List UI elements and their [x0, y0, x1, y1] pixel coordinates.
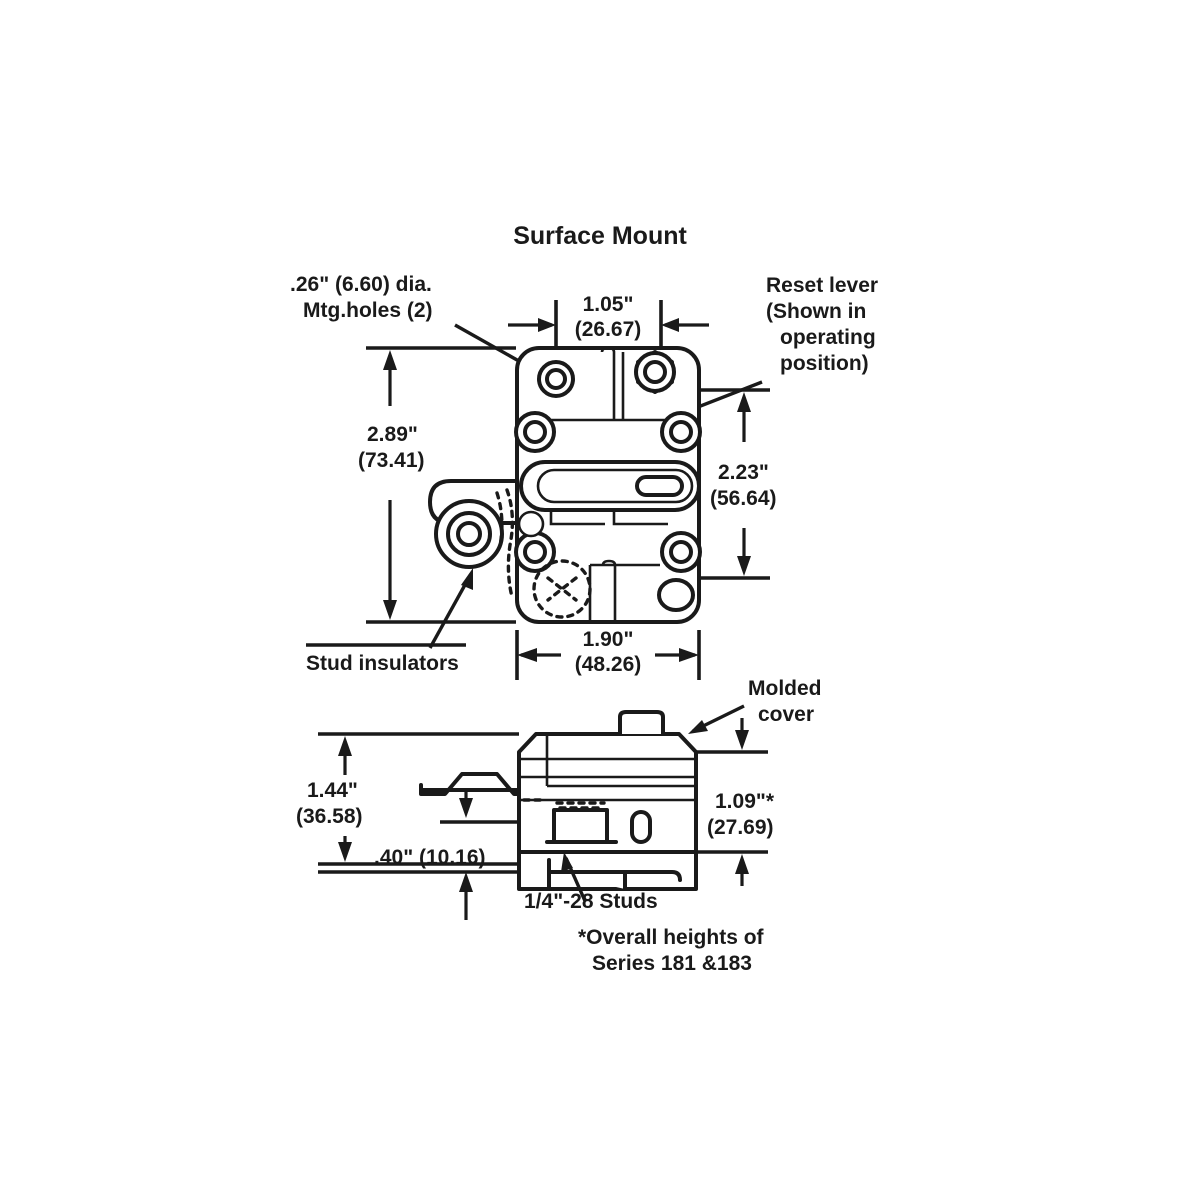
stud-lower-left [514, 531, 556, 573]
mounting-holes-label-line2: Mtg.holes (2) [303, 299, 433, 322]
dimension-height-right: 2.23" (56.64) [700, 388, 777, 580]
dim-height-right-inch: 2.23" [718, 461, 769, 484]
dim-side-offset-text: .40" (10.16) [374, 846, 486, 869]
bottom-right-hole [657, 578, 695, 612]
dim-side-height-left-mm: (36.58) [296, 805, 363, 828]
studs-leader [561, 852, 587, 902]
reset-lever-label: Reset lever (Shown in operating position… [570, 274, 878, 457]
mounting-flange [419, 772, 522, 796]
footnote-line2: Series 181 &183 [592, 952, 752, 975]
reset-lever-line1: Reset lever [766, 274, 878, 297]
dim-width-top-inch: 1.05" [583, 293, 634, 316]
mounting-hole-top-left [537, 360, 575, 398]
reset-lever-line3: operating [780, 326, 876, 349]
dim-side-height-right-inch: 1.09"* [715, 790, 775, 813]
footnote-line1: *Overall heights of [578, 926, 765, 949]
molded-cover-line1: Molded [748, 677, 822, 700]
stud-upper-right [660, 411, 702, 453]
dimension-side-height-left: 1.44" (36.58) [296, 732, 519, 866]
drawing-title: Surface Mount [513, 222, 687, 250]
molded-cover-line2: cover [758, 703, 814, 726]
reset-lever [519, 460, 701, 526]
studs-thread-label: 1/4"-28 Studs [524, 890, 658, 913]
dim-side-height-right-mm: (27.69) [707, 816, 774, 839]
side-view [419, 710, 698, 902]
mounting-holes-label-line1: .26" (6.60) dia. [290, 273, 432, 296]
dimension-height-left: 2.89" (73.41) [358, 346, 516, 624]
dim-width-bottom-inch: 1.90" [583, 628, 634, 651]
dim-width-bottom-mm: (48.26) [575, 653, 642, 676]
stud-bosses [545, 808, 652, 844]
reset-lever-line2: (Shown in [766, 300, 866, 323]
stud-lower-right [660, 531, 702, 573]
molded-cover-label: Molded cover [688, 677, 822, 734]
dim-width-top-mm: (26.67) [575, 318, 642, 341]
front-view [428, 346, 702, 624]
dimension-width-bottom: 1.90" (48.26) [515, 628, 701, 680]
stud-upper-left [514, 411, 556, 453]
stud-insulators-label: Stud insulators [306, 568, 473, 675]
dimension-width-top: 1.05" (26.67) [508, 293, 709, 360]
reset-lever-line4: position) [780, 352, 869, 375]
reset-button-tab [618, 710, 665, 736]
dim-height-left-inch: 2.89" [367, 423, 418, 446]
dim-height-right-mm: (56.64) [710, 487, 777, 510]
dimension-side-offset: .40" (10.16) [318, 790, 519, 920]
stud-insulators-text: Stud insulators [306, 652, 459, 675]
stud-insulator-left [428, 479, 523, 599]
dim-side-height-left-inch: 1.44" [307, 779, 358, 802]
dim-height-left-mm: (73.41) [358, 449, 425, 472]
dimension-side-height-right: 1.09"* (27.69) [696, 718, 775, 886]
small-circle-detail [517, 510, 545, 538]
stud-top-right [634, 350, 676, 394]
